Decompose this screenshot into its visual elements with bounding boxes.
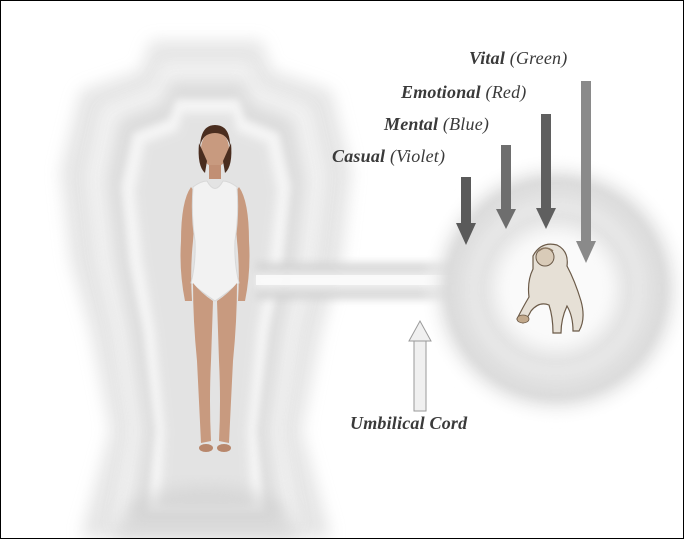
label-mental: Mental (Blue) xyxy=(384,114,489,135)
label-mental-color: (Blue) xyxy=(443,114,489,134)
label-casual: Casual (Violet) xyxy=(332,146,445,167)
arrow-umbilical xyxy=(409,321,431,411)
label-casual-name: Casual xyxy=(332,146,385,166)
label-umbilical-cord: Umbilical Cord xyxy=(350,413,467,434)
label-vital-color: (Green) xyxy=(510,48,568,68)
label-emotional: Emotional (Red) xyxy=(401,82,527,103)
label-vital: Vital (Green) xyxy=(469,48,567,69)
label-mental-name: Mental xyxy=(384,114,438,134)
label-umbilical-text: Umbilical Cord xyxy=(350,413,467,433)
label-emotional-name: Emotional xyxy=(401,82,481,102)
label-emotional-color: (Red) xyxy=(486,82,527,102)
label-vital-name: Vital xyxy=(469,48,505,68)
label-casual-color: (Violet) xyxy=(390,146,445,166)
